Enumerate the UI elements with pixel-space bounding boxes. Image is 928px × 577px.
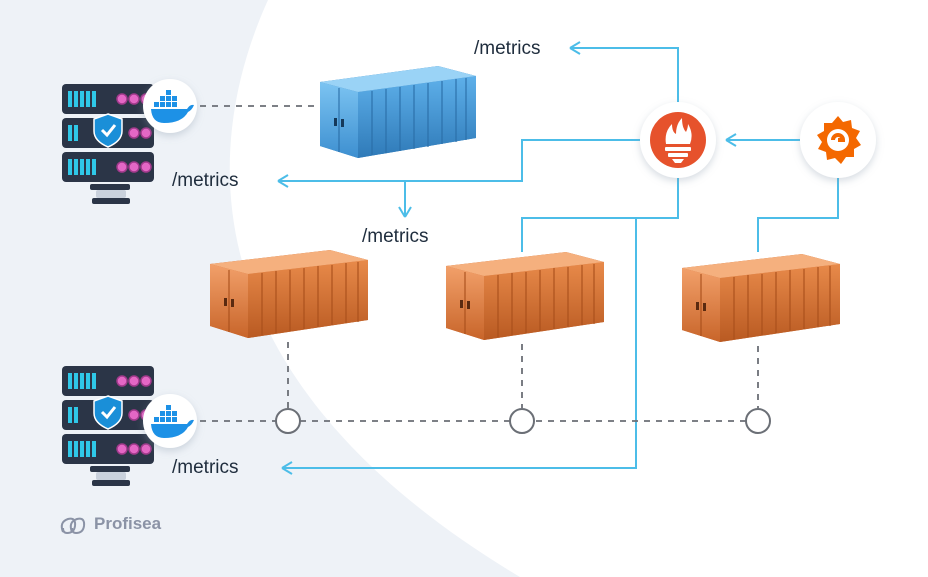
prometheus-icon: [640, 102, 716, 178]
brand-name: Profisea: [94, 514, 162, 533]
network-node: [509, 408, 535, 434]
connector-prometheus-top: [570, 47, 679, 110]
network-node: [745, 408, 771, 434]
network-nodes: [275, 408, 771, 434]
docker-icon: [143, 394, 197, 448]
brand-logo: Profisea: [60, 514, 161, 534]
dashed-links: [200, 105, 759, 422]
metrics-connectors: [277, 41, 839, 475]
connector-orange-2: [521, 176, 679, 252]
shipping-container-orange-icon: [445, 251, 605, 341]
shipping-container-blue-icon: [320, 66, 476, 158]
network-node: [275, 408, 301, 434]
connector-prometheus-left: [278, 139, 640, 182]
shipping-container-orange-icon: [209, 249, 369, 339]
metrics-label-mid-left: /metrics: [172, 170, 239, 191]
profisea-logo-icon: [60, 517, 86, 535]
connector-grafana-orange-3: [757, 176, 839, 252]
connector-bottom: [282, 218, 637, 469]
metrics-label-bottom-left: /metrics: [172, 457, 239, 478]
grafana-icon: [800, 102, 876, 178]
shipping-container-orange-icon: [681, 253, 841, 343]
metrics-label-top: /metrics: [474, 38, 541, 59]
metrics-label-mid-center: /metrics: [362, 226, 429, 247]
docker-icon: [143, 79, 197, 133]
